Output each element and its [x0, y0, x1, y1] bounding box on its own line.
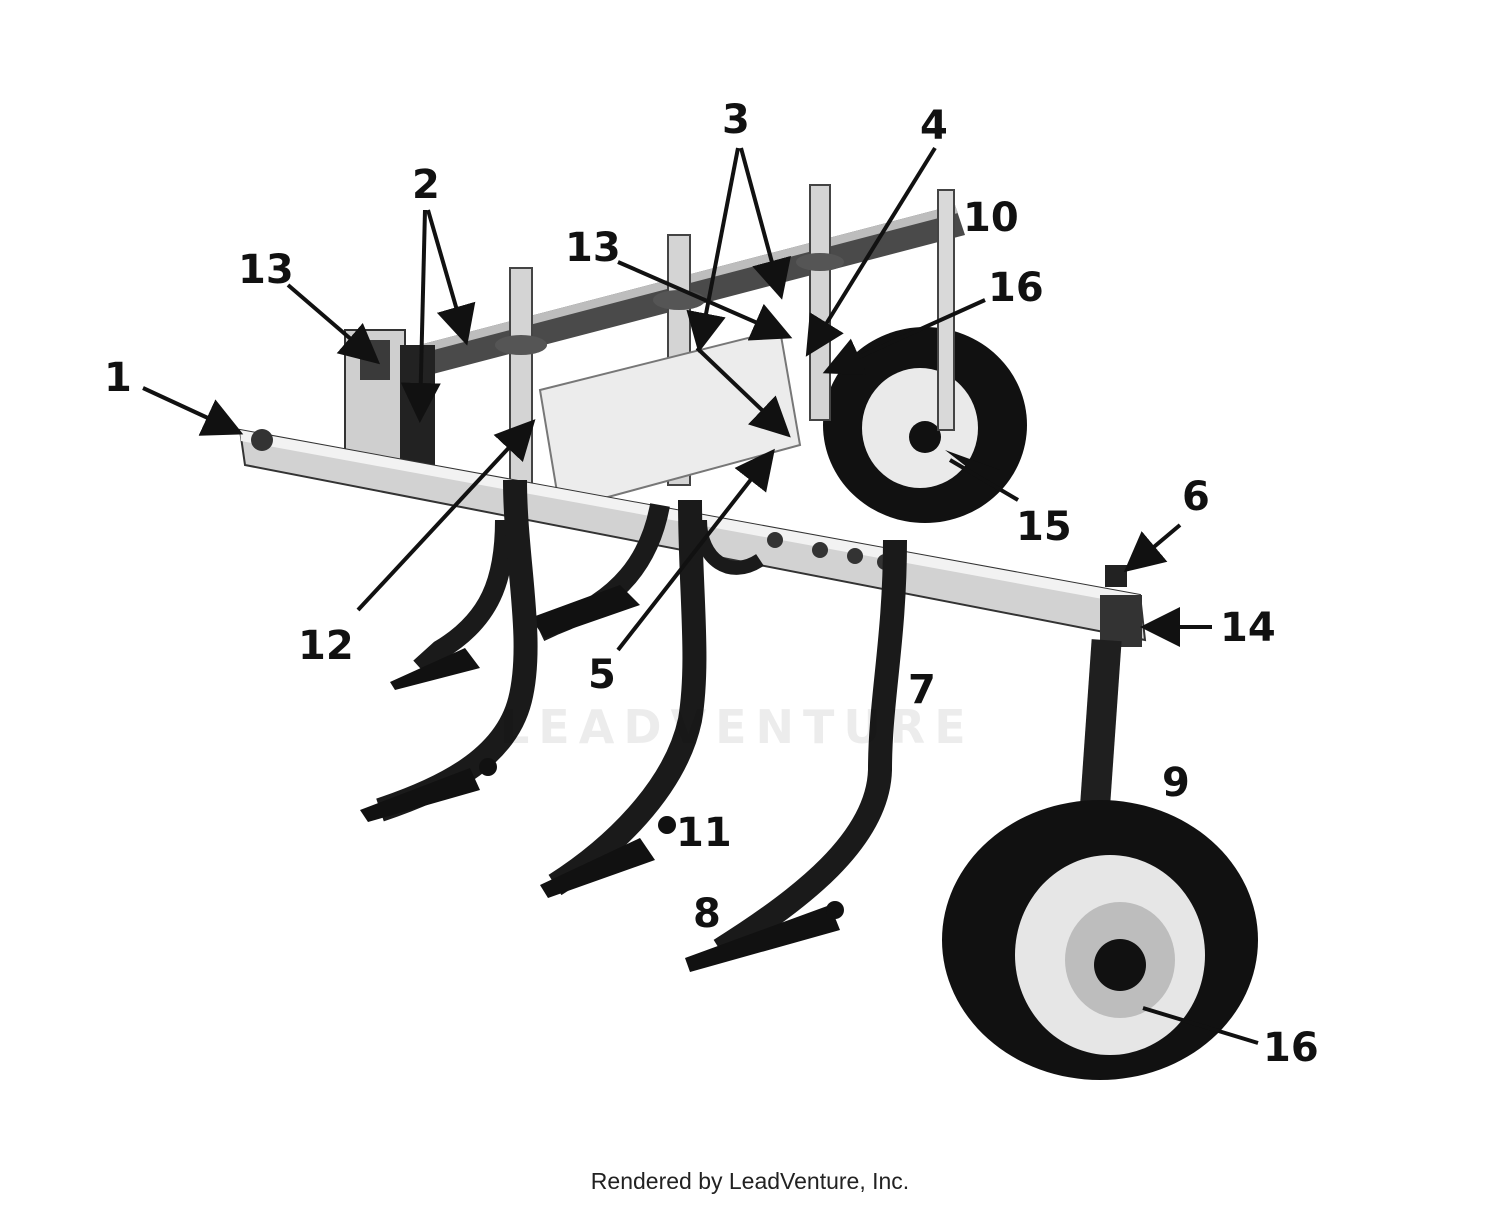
gauge-wheel-post — [1078, 639, 1122, 831]
leader-6 — [1123, 523, 1182, 573]
callout-13b: 13 — [565, 225, 621, 271]
leader-16b — [1142, 1006, 1259, 1045]
callout-6: 6 — [1182, 474, 1210, 520]
callout-1: 1 — [104, 355, 132, 401]
front-shanks — [360, 479, 907, 972]
callout-12: 12 — [298, 623, 354, 669]
callout-15: 15 — [1016, 504, 1072, 550]
leader-5 — [616, 448, 775, 652]
gauge-wheel — [942, 800, 1258, 1080]
callout-10: 10 — [963, 195, 1019, 241]
upright — [809, 184, 831, 421]
leader-2a — [400, 209, 441, 423]
leader-12 — [356, 419, 536, 612]
render-credit: Rendered by LeadVenture, Inc. — [590, 1168, 910, 1194]
leader-3b — [739, 147, 791, 300]
leader-4 — [805, 146, 937, 357]
upright — [509, 267, 533, 499]
callout-14: 14 — [1220, 605, 1276, 651]
callout-2: 2 — [412, 162, 440, 208]
callout-11: 11 — [676, 810, 732, 856]
callout-5: 5 — [588, 652, 616, 698]
callout-13a: 13 — [238, 247, 294, 293]
leader-3a — [686, 147, 740, 353]
callout-3: 3 — [722, 97, 750, 143]
leader-2b — [426, 209, 476, 346]
leader-lines — [142, 146, 1259, 1045]
callout-8: 8 — [693, 891, 721, 937]
watermark: LEADVENTURE — [500, 700, 975, 754]
rear-shanks — [390, 503, 764, 690]
callout-16b: 16 — [1263, 1025, 1319, 1071]
leader-13a — [286, 283, 381, 365]
callout-9: 9 — [1162, 760, 1190, 806]
leader-16a — [822, 298, 986, 376]
leader-1 — [142, 386, 244, 436]
leader-13b — [617, 260, 793, 341]
callout-4: 4 — [920, 103, 948, 149]
rear-wheel-post — [937, 189, 955, 431]
callout-16a: 16 — [988, 265, 1044, 311]
leader-15 — [948, 458, 1020, 502]
leader-3c — [695, 346, 791, 438]
callout-7: 7 — [908, 667, 936, 713]
rear-wheel — [823, 327, 1027, 523]
